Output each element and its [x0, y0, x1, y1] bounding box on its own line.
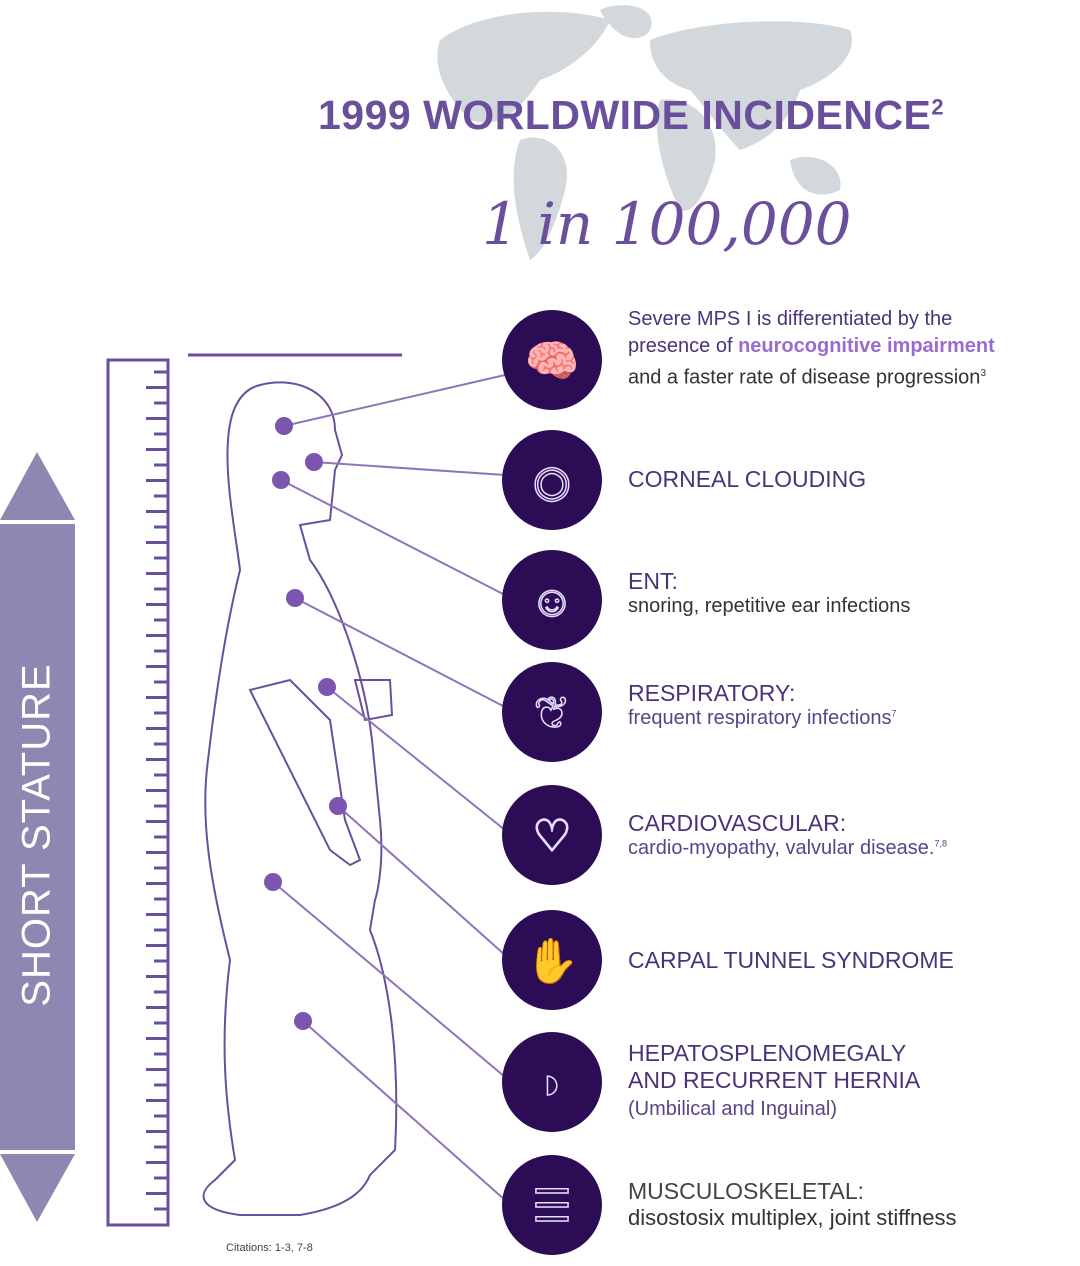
spine-icon: ☰ — [532, 1182, 571, 1231]
item-respiratory: RESPIRATORY:frequent respiratory infecti… — [628, 680, 1068, 730]
incidence-title: 1999 WORLDWIDE INCIDENCE2 — [318, 92, 944, 139]
world-map — [437, 5, 852, 260]
body-point-marker — [305, 453, 323, 471]
child-silhouette — [202, 381, 398, 1216]
desc-highlight: neurocognitive impairment — [738, 335, 995, 357]
item-musculoskeletal: MUSCULOSKELETAL:disostosix multiplex, jo… — [628, 1178, 1068, 1231]
connector-line — [272, 881, 506, 1078]
body-point-marker — [275, 417, 293, 435]
item-heading: CARPAL TUNNEL SYNDROME — [628, 947, 954, 973]
icon-circle — [502, 910, 602, 1010]
item-ent: ENT:snoring, repetitive ear infections — [628, 568, 1068, 618]
body-point-marker — [318, 678, 336, 696]
item-heading: RESPIRATORY: — [628, 680, 796, 706]
icon-circle — [502, 550, 602, 650]
body-point-marker — [329, 797, 347, 815]
connector-line — [337, 805, 506, 956]
body-point-marker — [272, 471, 290, 489]
item-sub: (Umbilical and Inguinal) — [628, 1098, 837, 1120]
citation: 7,8 — [934, 838, 947, 849]
icon-circle — [502, 1032, 602, 1132]
citation: 3 — [980, 368, 986, 379]
eye-icon: ◉ — [533, 457, 571, 506]
item-heading: MUSCULOSKELETAL: — [628, 1178, 865, 1204]
connector-line — [280, 479, 506, 596]
connector-lines — [264, 374, 506, 1201]
item-corneal-clouding: CORNEAL CLOUDING — [628, 466, 1068, 493]
item-heading-2: AND RECURRENT HERNIA — [628, 1067, 921, 1093]
title-text: 1999 WORLDWIDE INCIDENCE — [318, 92, 932, 138]
icon-circle — [502, 1155, 602, 1255]
connector-line — [294, 597, 506, 708]
item-sub: frequent respiratory infections — [628, 707, 892, 729]
item-heading: ENT: — [628, 568, 678, 594]
citations: Citations: 1-3, 7-8 — [226, 1242, 313, 1254]
connector-line — [302, 1020, 506, 1201]
icon-circles: 🧠 ◉ ☺ ❦ ♡ ✋ ◗ ☰ — [502, 310, 602, 1255]
head-profile-icon: ☺ — [530, 577, 575, 626]
connector-line — [283, 374, 506, 427]
hand-icon: ✋ — [525, 936, 580, 986]
liver-icon: ◗ — [539, 1059, 566, 1108]
lungs-icon: ❦ — [534, 689, 571, 738]
desc-text-end: and a faster rate of disease progression — [628, 366, 981, 389]
icon-circle — [502, 662, 602, 762]
body-point-marker — [264, 873, 282, 891]
body-point-marker — [286, 589, 304, 607]
title-citation: 2 — [931, 94, 945, 120]
item-heading: CARDIOVASCULAR: — [628, 810, 847, 836]
item-cardiovascular: CARDIOVASCULAR:cardio-myopathy, valvular… — [628, 810, 1068, 860]
connector-line — [326, 686, 506, 831]
icon-circle — [502, 310, 602, 410]
heart-icon: ♡ — [532, 812, 571, 861]
item-sub: snoring, repetitive ear infections — [628, 595, 911, 617]
incidence-value: 1 in 100,000 — [482, 190, 852, 258]
icon-circle — [502, 785, 602, 885]
item-carpal-tunnel: CARPAL TUNNEL SYNDROME — [628, 947, 1068, 974]
icon-circle — [502, 430, 602, 530]
desc-text: Severe MPS I is differentiated by the pr… — [628, 308, 953, 357]
body-point-marker — [294, 1012, 312, 1030]
item-sub: cardio-myopathy, valvular disease. — [628, 837, 935, 859]
brain-icon: 🧠 — [525, 337, 580, 386]
item-heading: CORNEAL CLOUDING — [628, 466, 867, 492]
connector-line — [313, 461, 506, 476]
short-stature-label: SHORT STATURE — [14, 663, 59, 1007]
short-stature-arrow — [0, 452, 75, 1222]
item-heading: HEPATOSPLENOMEGALY — [628, 1040, 907, 1066]
item-sub: disostosix multiplex, joint stiffness — [628, 1205, 957, 1230]
item-neurocognitive: Severe MPS I is differentiated by the pr… — [628, 306, 1008, 392]
height-ruler — [106, 358, 170, 1227]
citation: 7 — [891, 708, 897, 719]
